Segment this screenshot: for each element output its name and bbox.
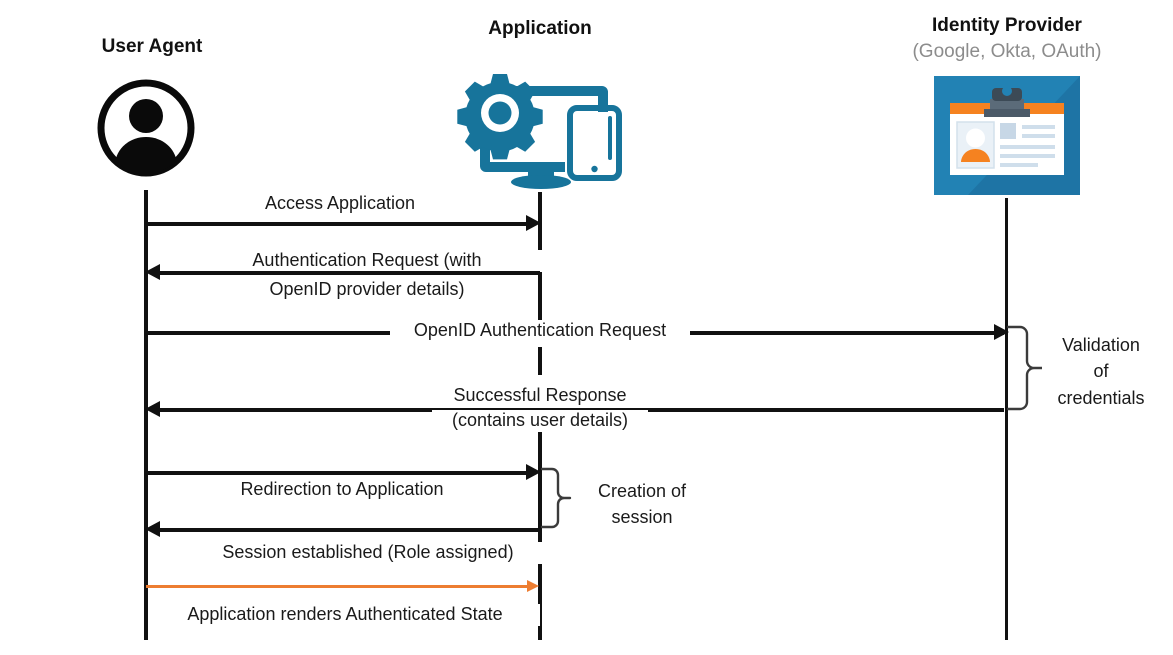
lifeline-application-seg3	[538, 432, 542, 640]
message-line-authentication-request	[158, 271, 540, 275]
message-label-successful-response-line1: Successful Response	[435, 385, 645, 407]
message-line-session-established	[158, 528, 540, 532]
note-creation-of-session-line2: session	[611, 507, 673, 527]
participant-subtitle-identity-provider: (Google, Okta, OAuth)	[912, 41, 1102, 62]
id-badge-icon	[934, 76, 1080, 195]
message-arrowhead-openid-authentication-request	[994, 324, 1009, 340]
note-creation-of-session-line1: Creation of	[597, 481, 687, 501]
message-label-session-established: Session established (Role assigned)	[163, 542, 573, 564]
participant-title-application: Application	[488, 18, 592, 39]
note-validation-of-credentials-line3: credentials	[1057, 388, 1145, 408]
user-avatar-icon	[96, 78, 196, 178]
message-label-application-renders-authenticated-state: Application renders Authenticated State	[150, 604, 540, 626]
message-label-openid-authentication-request: OpenID Authentication Request	[390, 320, 690, 342]
message-label-authentication-request-line1: Authentication Request (with	[172, 250, 562, 272]
message-label-redirection-to-application: Redirection to Application	[192, 479, 492, 501]
message-line-application-renders-authenticated-state	[146, 585, 528, 588]
message-line-redirection-to-application	[146, 471, 528, 475]
message-label-successful-response-line2: (contains user details)	[432, 410, 648, 432]
participant-title-user-agent: User Agent	[101, 36, 203, 57]
message-label-access-application: Access Application	[190, 193, 490, 215]
lifeline-application-seg2	[538, 347, 542, 375]
message-arrowhead-authentication-request	[145, 264, 160, 280]
message-arrowhead-access-application	[526, 215, 541, 231]
note-validation-of-credentials-line2: of	[1093, 361, 1109, 381]
gear-monitor-mobile-icon	[450, 68, 632, 190]
message-arrowhead-redirection-to-application	[526, 464, 541, 480]
message-arrowhead-session-established	[145, 521, 160, 537]
lifeline-identity-provider	[1005, 198, 1008, 640]
message-label-authentication-request-line2: OpenID provider details)	[269, 279, 465, 299]
message-arrowhead-successful-response	[145, 401, 160, 417]
participant-title-identity-provider: Identity Provider	[932, 15, 1082, 36]
message-arrowhead-application-renders-authenticated-state	[527, 580, 539, 592]
note-validation-of-credentials-line1: Validation	[1062, 335, 1140, 355]
message-line-access-application	[146, 222, 528, 226]
